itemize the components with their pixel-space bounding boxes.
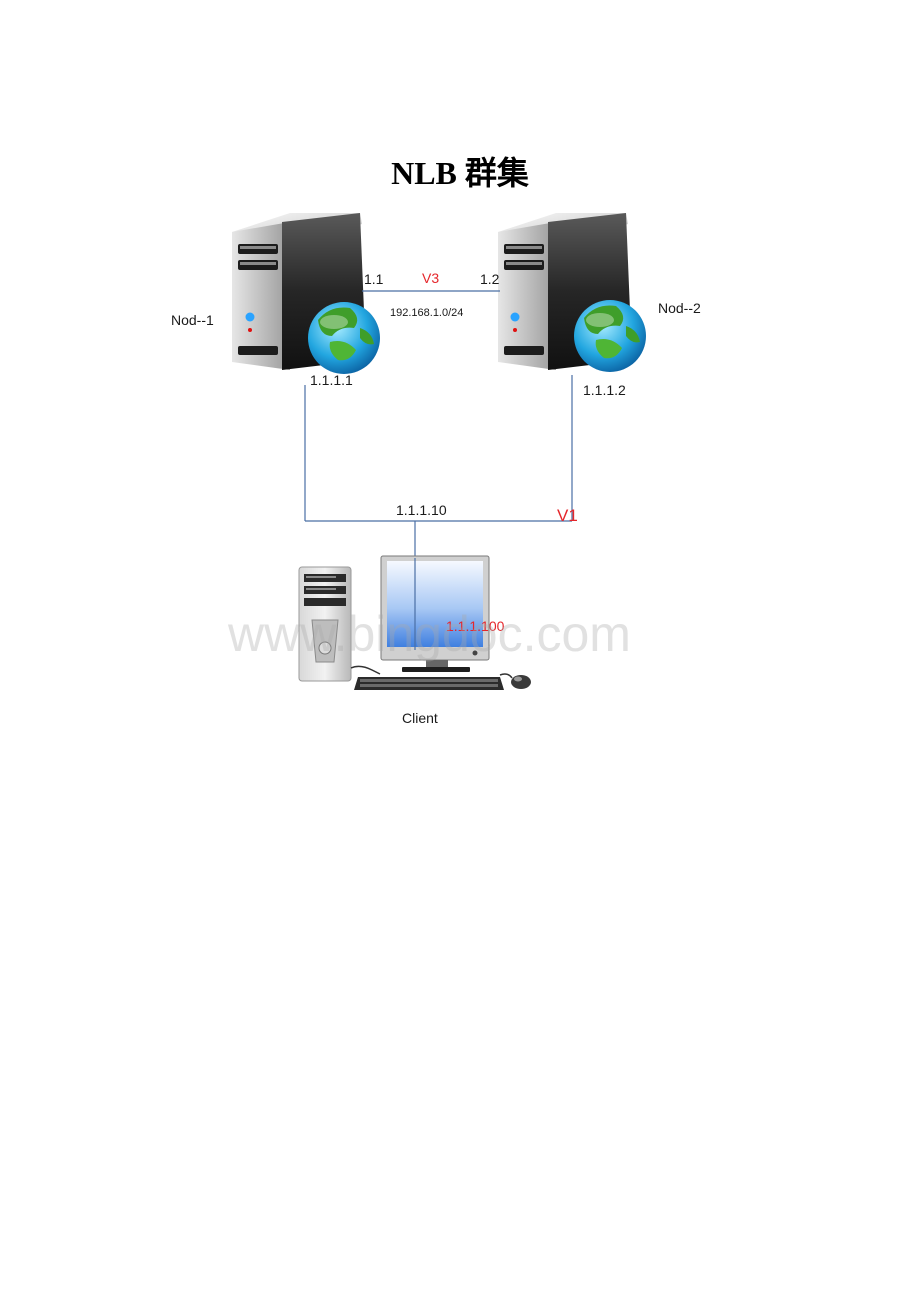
client-label: Client [402,710,438,726]
node-2-label: Nod--2 [658,300,701,316]
node-1-private-ip: 1.1 [364,271,384,287]
cluster-vip-label: 1.1.1.10 [396,502,447,518]
server-1-icon [232,213,366,370]
client-ip-label: 1.1.1.100 [446,618,505,634]
globe-2-icon [574,300,646,372]
node-2-public-ip: 1.1.1.2 [583,382,626,398]
page-title: NLB 群集 [391,155,529,191]
public-network-link [304,375,573,558]
node-1-public-ip: 1.1.1.1 [310,372,353,388]
client-computer-icon [298,555,531,690]
node-2-private-ip: 1.2 [480,271,500,287]
watermark: www.bingdoc.com [228,606,631,662]
heartbeat-subnet-label: 192.168.1.0/24 [390,307,464,319]
public-vlan-label: V1 [557,506,578,525]
node-1-label: Nod--1 [171,312,214,328]
heartbeat-vlan-label: V3 [422,270,440,286]
globe-1-icon [308,302,380,374]
